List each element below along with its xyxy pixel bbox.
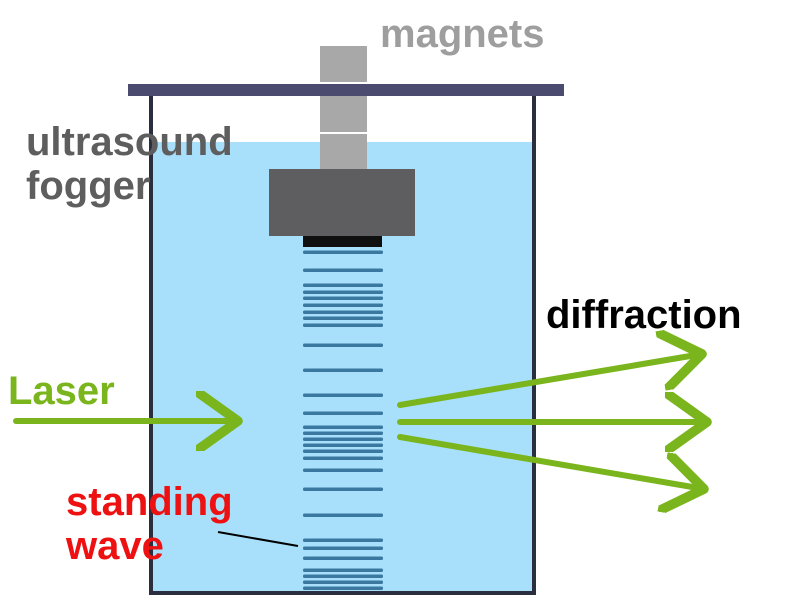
lid-bar [128, 84, 564, 96]
fringe-line [303, 468, 383, 472]
magnet-stack [320, 46, 367, 169]
fringe-line [303, 437, 383, 441]
fringe-line [303, 393, 383, 397]
standing-wave-fringes [303, 250, 383, 590]
fringe-line [303, 456, 383, 460]
fringe-line [303, 546, 383, 550]
diffracted-beams [397, 354, 707, 489]
fringe-line [303, 290, 383, 294]
fringe-line [303, 580, 383, 584]
container [149, 91, 536, 595]
standing-wave-pointer [217, 531, 299, 547]
standing-label-line2: wave [66, 524, 164, 568]
fringe-line [303, 323, 383, 327]
fringe-line [303, 443, 383, 447]
fringe-line [303, 538, 383, 542]
standing-label-line1: standing [66, 480, 233, 524]
fringe-line [303, 283, 383, 287]
ultrasound-fogger-label: ultrasound fogger [26, 120, 233, 208]
fringe-line [303, 411, 383, 415]
fringe-line [303, 431, 383, 435]
fringe-line [303, 574, 383, 578]
standing-wave-label: standing wave [66, 480, 233, 568]
fringe-line [303, 296, 383, 300]
fogger-tip [303, 236, 382, 247]
fogger-body [269, 169, 415, 236]
fringe-line [303, 310, 383, 314]
fringe-line [303, 316, 383, 320]
fringe-line [303, 449, 383, 453]
diffraction-label: diffraction [546, 293, 742, 337]
magnets-label: magnets [380, 12, 545, 56]
fringe-line [303, 250, 383, 254]
fringe-line [303, 513, 383, 517]
diffracted-beam-up [397, 354, 702, 408]
fringe-line [303, 586, 383, 590]
fringe-line [303, 487, 383, 491]
magnet-block [320, 134, 367, 169]
fogger-label-line1: ultrasound [26, 120, 233, 164]
fringe-line [303, 425, 383, 429]
fogger-label-line2: fogger [26, 164, 151, 208]
fringe-line [303, 568, 383, 572]
fringe-line [303, 343, 383, 347]
fringe-line [303, 268, 383, 272]
magnet-block [320, 46, 367, 82]
laser-label: Laser [8, 369, 115, 413]
fringe-line [303, 303, 383, 307]
fringe-line [303, 368, 383, 372]
magnet-block [320, 96, 367, 132]
diffracted-beam-down [397, 434, 704, 489]
fringe-line [303, 556, 383, 560]
